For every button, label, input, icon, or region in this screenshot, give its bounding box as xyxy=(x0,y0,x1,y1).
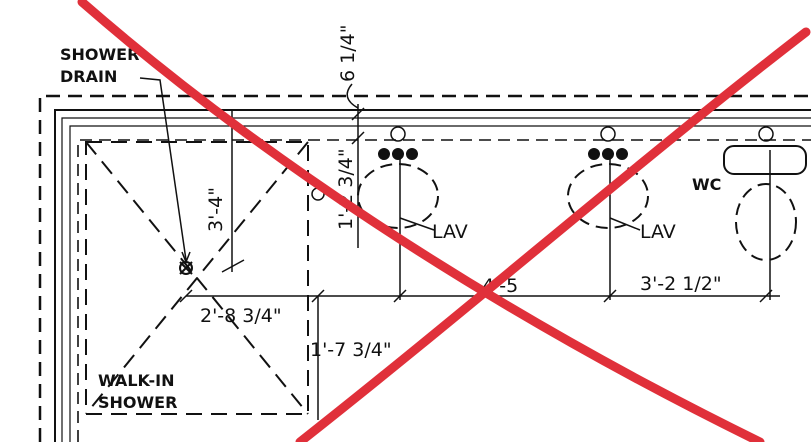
wall-outlines xyxy=(38,94,811,442)
shower-drain-label-line1: SHOWER xyxy=(60,45,139,64)
dimension-lines xyxy=(179,83,780,420)
dim-drain-horizontal: 2'-8 3/4" xyxy=(200,305,282,327)
walk-in-label-line2: SHOWER xyxy=(98,393,177,412)
wc-label: WC xyxy=(692,175,721,194)
lav-left-leader xyxy=(399,217,435,231)
drain-leader-line xyxy=(139,77,187,261)
walk-in-shower xyxy=(85,141,309,415)
lav-right-leader xyxy=(609,217,641,231)
lav-right-fixture xyxy=(567,126,649,229)
dim-top-offset: 6 1/4" xyxy=(337,25,359,82)
walk-in-label-line1: WALK-IN xyxy=(98,371,175,390)
dim-lav-vertical: 1'-2 3/4" xyxy=(335,148,357,230)
lav-left-label: LAV xyxy=(432,221,468,243)
lav-right-label: LAV xyxy=(640,221,676,243)
drain-leader-arrow xyxy=(181,251,191,265)
dim-drain-vertical: 3'-4" xyxy=(205,187,227,232)
void-x-overlay xyxy=(77,0,811,442)
lav-left-fixture xyxy=(357,126,439,229)
shower-drain-label-line2: DRAIN xyxy=(60,67,117,86)
dim-shower-wall: 1'-7 3/4" xyxy=(310,339,392,361)
water-closet-fixture xyxy=(723,126,807,261)
dim-lav-to-wc: 3'-2 1/2" xyxy=(640,273,722,295)
